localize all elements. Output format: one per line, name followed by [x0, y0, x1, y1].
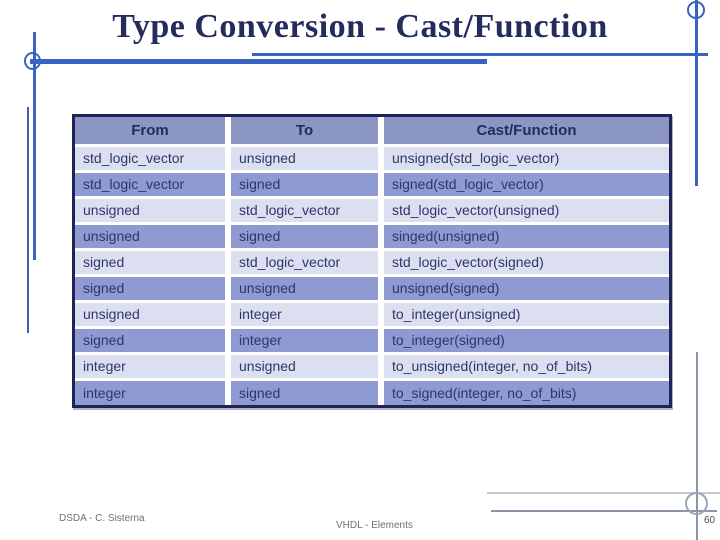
page-number: 60 [704, 515, 716, 526]
cell-cast: to_signed(integer, no_of_bits) [381, 379, 669, 405]
cell-to: integer [228, 301, 384, 329]
right-circle-ornament [687, 1, 705, 19]
cell-to: std_logic_vector [228, 249, 384, 277]
cell-cast: unsigned(std_logic_vector) [381, 145, 669, 173]
cell-cast: std_logic_vector(signed) [381, 249, 669, 277]
cell-from: signed [75, 249, 231, 277]
cell-to: signed [228, 171, 384, 199]
column-header-to: To [228, 117, 384, 147]
cell-cast: std_logic_vector(unsigned) [381, 197, 669, 225]
cell-to: unsigned [228, 353, 384, 381]
cell-from: unsigned [75, 301, 231, 329]
cell-to: unsigned [228, 275, 384, 303]
cell-to: signed [228, 379, 384, 405]
table-row: integer signed to_signed(integer, no_of_… [75, 379, 669, 405]
table-row: std_logic_vector unsigned unsigned(std_l… [75, 145, 669, 173]
table-header-row: From To Cast/Function [75, 117, 669, 147]
cell-to: unsigned [228, 145, 384, 173]
table-row: std_logic_vector signed signed(std_logic… [75, 171, 669, 199]
cell-cast: to_unsigned(integer, no_of_bits) [381, 353, 669, 381]
table-row: unsigned integer to_integer(unsigned) [75, 301, 669, 329]
bottom-right-vertical-line [696, 352, 698, 540]
cell-from: signed [75, 275, 231, 303]
footer-author: DSDA - C. Sisterna [59, 513, 145, 524]
footer-subject: VHDL - Elements [336, 520, 413, 531]
footer-rule-dark [491, 510, 717, 512]
cell-from: signed [75, 327, 231, 355]
table-row: signed unsigned unsigned(signed) [75, 275, 669, 303]
cell-to: std_logic_vector [228, 197, 384, 225]
left-vertical-line-thin [27, 107, 29, 333]
type-conversion-table: From To Cast/Function std_logic_vector u… [72, 114, 672, 408]
cell-cast: signed(std_logic_vector) [381, 171, 669, 199]
left-vertical-line-thick [33, 32, 36, 260]
cell-to: integer [228, 327, 384, 355]
cell-cast: unsigned(signed) [381, 275, 669, 303]
title-underline-thick [30, 59, 487, 64]
cell-to: signed [228, 223, 384, 251]
table-row: integer unsigned to_unsigned(integer, no… [75, 353, 669, 381]
column-header-cast: Cast/Function [381, 117, 669, 147]
table-row: unsigned signed singed(unsigned) [75, 223, 669, 251]
cell-from: std_logic_vector [75, 171, 231, 199]
cell-cast: to_integer(signed) [381, 327, 669, 355]
table-row: unsigned std_logic_vector std_logic_vect… [75, 197, 669, 225]
footer-rule-light [487, 492, 720, 494]
cell-cast: to_integer(unsigned) [381, 301, 669, 329]
cell-from: std_logic_vector [75, 145, 231, 173]
cell-from: integer [75, 379, 231, 405]
page-title: Type Conversion - Cast/Function [112, 8, 608, 45]
column-header-from: From [75, 117, 231, 147]
right-vertical-line [695, 0, 698, 186]
cell-from: unsigned [75, 223, 231, 251]
footer-circle-ornament [685, 492, 708, 515]
title-underline-thin [252, 53, 708, 56]
table-row: signed integer to_integer(signed) [75, 327, 669, 355]
cell-cast: singed(unsigned) [381, 223, 669, 251]
cell-from: integer [75, 353, 231, 381]
table-row: signed std_logic_vector std_logic_vector… [75, 249, 669, 277]
cell-from: unsigned [75, 197, 231, 225]
